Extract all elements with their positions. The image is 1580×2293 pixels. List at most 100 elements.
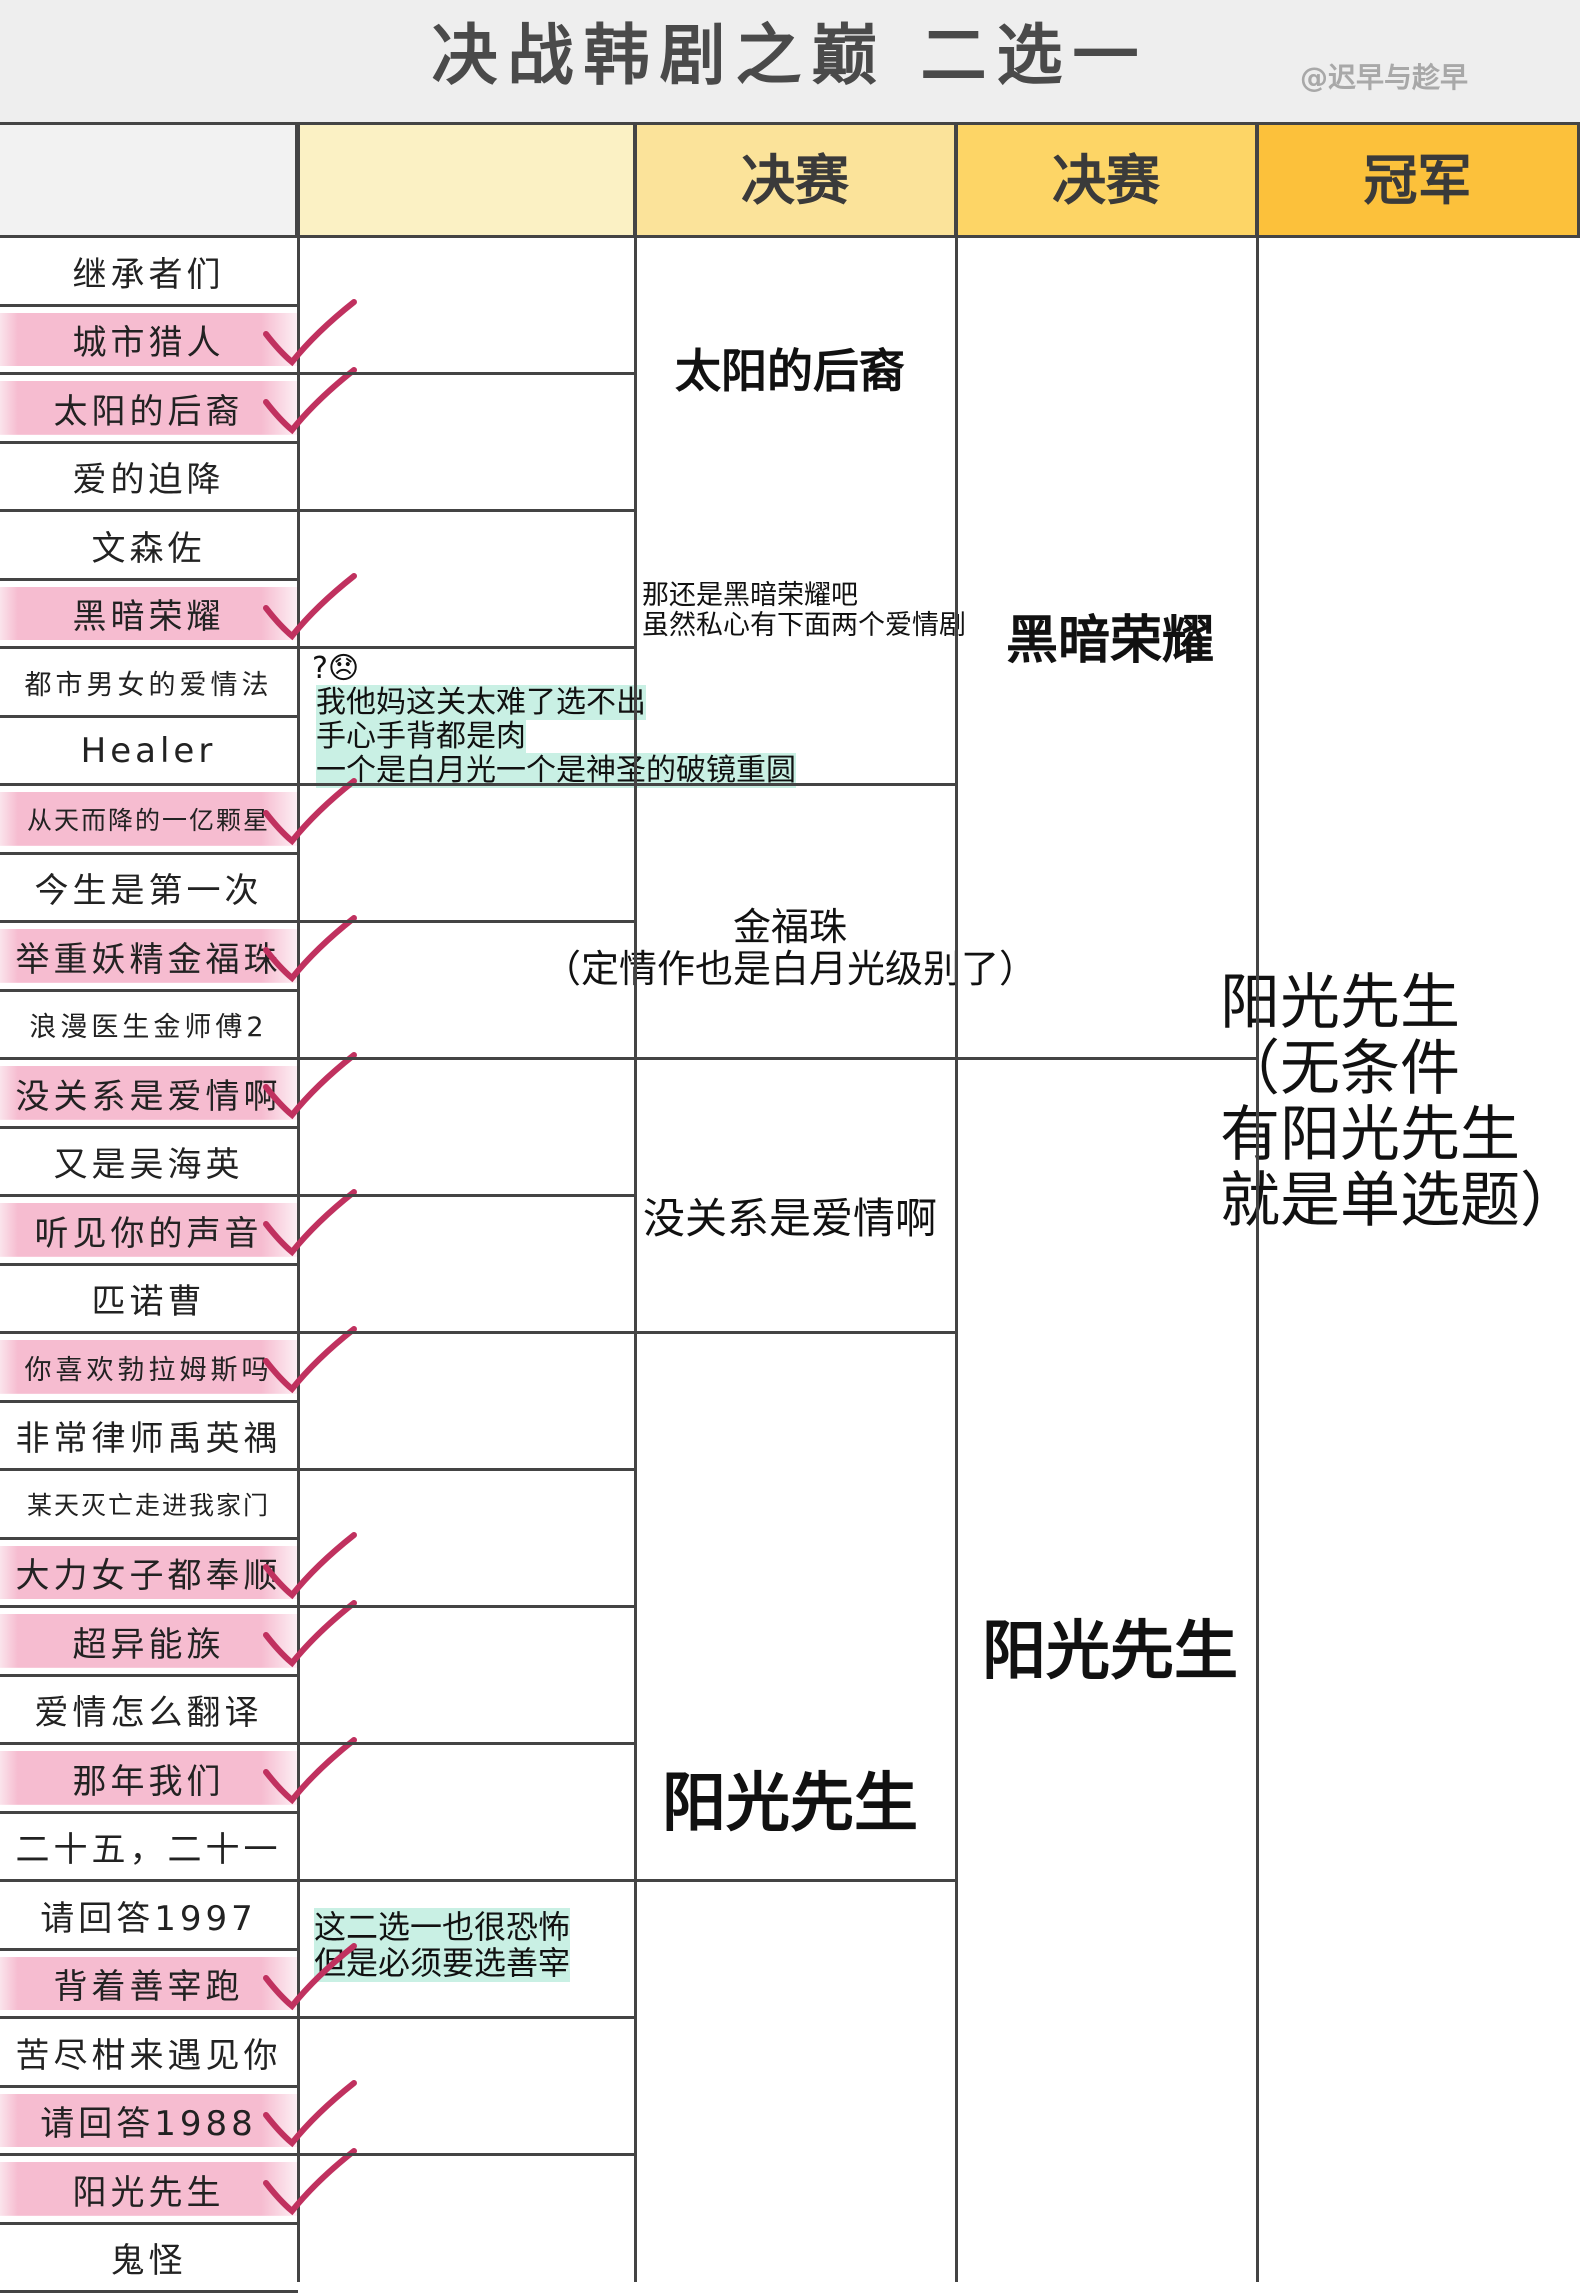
round2-note-2: 虽然私心有下面两个爱情剧 — [642, 610, 966, 641]
pair-divider — [297, 509, 637, 512]
group-divider — [634, 1879, 958, 1882]
row-divider — [0, 577, 298, 581]
header-champion: 冠军 — [1258, 125, 1580, 237]
round2-winner-2: 那还是黑暗荣耀吧 — [642, 580, 858, 611]
row-divider — [0, 2221, 298, 2225]
check-mark-icon — [263, 915, 357, 983]
row-divider — [0, 2084, 298, 2088]
row-divider — [0, 920, 298, 923]
pair-divider — [297, 1605, 637, 1608]
row-divider — [0, 1947, 298, 1951]
comment-2-line-1-text: 这二选一也很恐怖 — [314, 1908, 571, 1946]
row-divider — [0, 1399, 298, 1403]
champion-line-4: 就是单选题） — [1220, 1166, 1580, 1236]
page-title: 决战韩剧之巅 二选一 — [431, 17, 1149, 94]
col-line-3 — [955, 125, 958, 2282]
check-mark-icon — [263, 2079, 357, 2147]
pair-divider — [297, 1194, 637, 1197]
round2-winner-5: 阳光先生 — [662, 1767, 918, 1841]
champion-line-1: 阳光先生 — [1220, 968, 1460, 1038]
check-mark-icon — [263, 572, 357, 640]
check-mark-icon — [263, 1189, 357, 1257]
row-divider — [0, 1331, 298, 1334]
col-line-2 — [634, 125, 637, 2282]
comment-1-line-4: 一个是白月光一个是神圣的破镜重圆 — [316, 753, 796, 788]
pair-divider — [297, 2153, 637, 2156]
drama-item: 城市猎人 — [0, 305, 297, 374]
comment-2-line-1: 这二选一也很恐怖 — [314, 1908, 571, 1946]
row-divider — [0, 1262, 298, 1266]
drama-item: 爱的迫降 — [72, 460, 225, 501]
row-divider — [0, 1057, 298, 1060]
check-mark-icon — [263, 1052, 357, 1120]
drama-item: Healer — [80, 730, 217, 771]
check-mark-icon — [263, 1942, 357, 2010]
drama-item: 匹诺曹 — [91, 1282, 206, 1323]
pair-divider — [297, 920, 637, 923]
row-divider — [0, 646, 298, 649]
drama-item: 文森佐 — [91, 528, 206, 569]
drama-item: 今生是第一次 — [34, 871, 263, 912]
pair-divider — [297, 1742, 637, 1745]
drama-item: 请回答1997 — [40, 1898, 257, 1939]
comment-2-line-2-text: 但是必须要选善宰 — [314, 1944, 571, 1982]
row-divider — [0, 988, 298, 992]
row-divider — [0, 2153, 298, 2156]
watermark: @迟早与趁早 — [1300, 61, 1469, 94]
drama-item: 背着善宰跑 — [0, 1949, 297, 2018]
drama-item: 阳光先生 — [0, 2155, 297, 2224]
pair-divider — [297, 2016, 637, 2019]
drama-item: 某天灭亡走进我家门 — [26, 1491, 270, 1521]
pair-divider — [297, 783, 637, 786]
drama-item: 大力女子都奉顺 — [0, 1538, 297, 1607]
drama-item: 非常律师禹英禑 — [15, 1419, 282, 1460]
round2-winner-3: 金福珠 — [732, 905, 847, 949]
round2-winner-1: 太阳的后裔 — [675, 344, 905, 398]
round2-note-3: （定情作也是白月光级别了） — [542, 947, 1037, 991]
col-line-4 — [1256, 125, 1259, 2282]
drama-item: 爱情怎么翻译 — [34, 1693, 263, 1734]
header-blank — [0, 125, 298, 237]
comment-1-line-3-text: 手心手背都是肉 — [316, 719, 526, 754]
drama-item: 那年我们 — [0, 1744, 297, 1813]
row-divider — [0, 851, 298, 855]
row-divider — [0, 1810, 298, 1814]
check-mark-icon — [263, 2148, 357, 2216]
group-divider — [634, 1331, 958, 1334]
final-winner-2: 阳光先生 — [982, 1615, 1238, 1689]
row-divider — [0, 509, 298, 512]
row-divider — [0, 1879, 298, 1882]
header-round2: 决赛 — [636, 125, 957, 237]
drama-item: 鬼怪 — [110, 2241, 187, 2282]
drama-item: 苦尽柑来遇见你 — [15, 2035, 282, 2076]
drama-item: 请回答1988 — [0, 2086, 297, 2155]
pair-divider — [297, 1331, 637, 1334]
row-divider — [0, 2016, 298, 2019]
title-bar — [0, 0, 1580, 125]
check-mark-icon — [263, 1737, 357, 1805]
row-divider — [0, 1673, 298, 1677]
round2-winner-4: 没关系是爱情啊 — [642, 1194, 937, 1243]
pair-divider — [297, 1057, 637, 1060]
drama-item: 超异能族 — [0, 1607, 297, 1676]
comment-1-line-2-text: 我他妈这关太难了选不出 — [316, 685, 646, 720]
pair-divider — [297, 1879, 637, 1882]
comment-1-line-3: 手心手背都是肉 — [316, 719, 526, 754]
group-divider — [634, 783, 958, 786]
comment-2-line-2: 但是必须要选善宰 — [314, 1944, 571, 1982]
row-divider — [0, 783, 298, 786]
header-divider — [0, 235, 1580, 238]
row-divider — [0, 1536, 298, 1540]
row-divider — [0, 440, 298, 444]
final-winner-1: 黑暗荣耀 — [1005, 611, 1214, 671]
drama-item: 没关系是爱情啊 — [0, 1059, 297, 1128]
drama-item: 都市男女的爱情法 — [24, 669, 273, 701]
check-mark-icon — [263, 778, 357, 846]
pair-divider — [297, 1468, 637, 1471]
row-divider — [0, 1194, 298, 1197]
row-divider — [0, 1468, 298, 1471]
row-divider — [0, 1125, 298, 1129]
drama-item: 举重妖精金福珠 — [0, 922, 297, 991]
row-divider — [0, 1605, 298, 1608]
